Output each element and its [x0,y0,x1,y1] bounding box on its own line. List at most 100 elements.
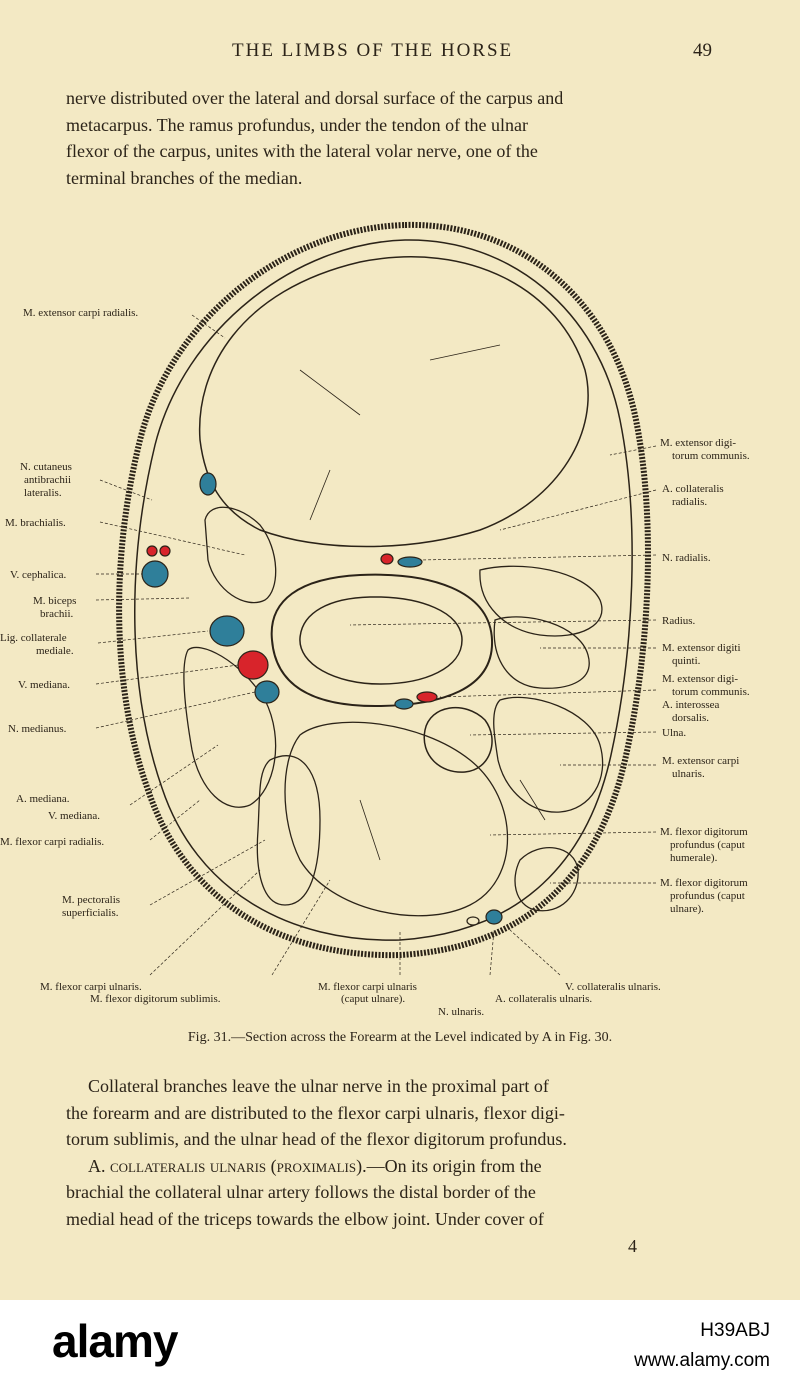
labels-right: M. extensor digi- torum communis. A. col… [660,437,750,915]
radius-medulla [300,597,462,684]
extensor-digitorum-communis-outline [480,566,602,636]
label-brachialis: M. brachialis. [5,517,66,529]
texture-stroke [310,470,330,520]
text-line: brachial the collateral ulnar artery fol… [66,1179,726,1206]
text-line: torum sublimis, and the ulnar head of th… [66,1126,726,1153]
label-n-radialis: N. radialis. [662,552,711,564]
label-antibrachii: antibrachii [24,474,71,486]
label-extensor-digitorum-communis: M. extensor digi- [660,437,736,449]
label-extensor-digiti-quinti: M. extensor digiti [662,642,741,654]
label-lateralis: lateralis. [24,487,62,499]
label-biceps: M. biceps [33,595,76,607]
vein-dorsal [200,473,216,495]
text-line: flexor of the carpus, unites with the la… [66,138,726,165]
label-v-cephalica: V. cephalica. [10,569,67,581]
label-extensor-carpi-ulnaris: M. extensor carpi [662,755,739,767]
label-flexor-digitorum-2: M. flexor digitorum [660,877,748,889]
vein-collateralis-ulnaris [486,910,502,924]
vein-collateralis-radialis [398,557,422,567]
label-flexor-carpi-ulnaris: M. flexor carpi ulnaris. [40,981,142,993]
label-lig-collaterale: Lig. collaterale [0,632,67,644]
label-superficialis: superficialis. [62,907,119,919]
extensor-carpi-radialis-outline [200,257,588,547]
label-pectoralis: M. pectoralis [62,894,120,906]
forearm-cross-section-figure: M. extensor carpi radialis. N. cutaneus … [0,215,800,1025]
labels-bottom: M. flexor carpi ulnaris. M. flexor digit… [40,981,661,1018]
label-radius: Radius. [662,615,696,627]
label-profundus-caput: profundus (caput [670,839,745,851]
ulna-outline [424,708,492,772]
leader-lines [96,315,656,975]
label-humerale: humerale). [670,852,718,864]
label-extensor-carpi-radialis: M. extensor carpi radialis. [23,307,138,319]
label-a-mediana: A. mediana. [16,793,70,805]
body-paragraph: Collateral branches leave the ulnar nerv… [66,1073,726,1232]
section-outline [119,225,648,955]
text-line: the forearm and are distributed to the f… [66,1100,726,1127]
texture-stroke [300,370,360,415]
extensor-carpi-ulnaris-outline [494,697,603,812]
artery-small [160,546,170,556]
vein-mediana-small [255,681,279,703]
text-line: terminal branches of the median. [66,165,726,192]
book-page: THE LIMBS OF THE HORSE 49 nerve distribu… [0,0,800,1300]
section-heading: A. collateralis ulnaris (proximalis). [88,1156,367,1176]
label-torum-communis-2: torum communis. [672,686,750,698]
text-line: Collateral branches leave the ulnar nerv… [66,1073,726,1100]
page-number: 49 [693,40,712,62]
texture-stroke [430,345,500,360]
running-head: THE LIMBS OF THE HORSE [232,40,513,62]
label-profundus-caput-2: profundus (caput [670,890,745,902]
text-line: medial head of the triceps towards the e… [66,1206,726,1233]
label-ulnaris: ulnaris. [672,768,705,780]
label-extensor-digi-2: M. extensor digi- [662,673,738,685]
label-flexor-carpi-radialis: M. flexor carpi radialis. [0,836,104,848]
label-v-mediana-lower: V. mediana. [48,810,100,822]
label-a-interossea: A. interossea [662,699,720,711]
label-flexor-digitorum-sublimis: M. flexor digitorum sublimis. [90,993,221,1005]
label-n-cutaneus: N. cutaneus [20,461,72,473]
vein-mediana-large [210,616,244,646]
artery-interossea [417,692,437,702]
label-a-collateralis-radialis: A. collateralis [662,483,724,495]
label-dorsalis: dorsalis. [672,712,709,724]
flexor-digitorum-profundus-outline [285,722,508,916]
text-line: metacarpus. The ramus profundus, under t… [66,112,726,139]
label-quinti: quinti. [672,655,701,667]
stock-watermark-banner: alamy H39ABJ www.alamy.com [0,1300,800,1390]
extensor-digiti-quinti-outline [494,617,589,688]
labels-left: M. extensor carpi radialis. N. cutaneus … [0,307,138,919]
label-flexor-digitorum-profundus: M. flexor digitorum [660,826,748,838]
label-flexor-carpi-ulnaris-caput: M. flexor carpi ulnaris [318,981,417,993]
text-line: nerve distributed over the lateral and d… [66,85,726,112]
label-v-mediana: V. mediana. [18,679,70,691]
label-torum-communis: torum communis. [672,450,750,462]
label-mediale: mediale. [36,645,74,657]
artery-mediana [238,651,268,679]
artery-collateralis-radialis [381,554,393,564]
figure-caption: Fig. 31.—Section across the Forearm at t… [0,1030,800,1046]
label-n-medianus: N. medianus. [8,723,67,735]
label-n-ulnaris: N. ulnaris. [438,1006,484,1018]
heading-continuation: —On its origin from the [367,1156,542,1176]
page-header: THE LIMBS OF THE HORSE 49 [0,40,800,64]
image-id: H39ABJ [700,1320,770,1342]
section-heading-line: A. collateralis ulnaris (proximalis).—On… [66,1153,726,1180]
brand-logo: alamy [52,1314,177,1368]
label-ulna: Ulna. [662,727,686,739]
texture-stroke [360,800,380,860]
label-caput-ulnare: (caput ulnare). [341,993,405,1005]
nerve-ulnaris [467,917,479,925]
artery-small [147,546,157,556]
vein-cephalica [142,561,168,587]
intro-paragraph: nerve distributed over the lateral and d… [66,85,726,191]
label-v-collateralis-ulnaris: V. collateralis ulnaris. [565,981,661,993]
label-a-collateralis-ulnaris: A. collateralis ulnaris. [495,993,592,1005]
label-radialis: radialis. [672,496,707,508]
label-ulnare: ulnare). [670,903,704,915]
fascia-contour [135,240,632,940]
vein-interossea [395,699,413,709]
signature-mark: 4 [628,1236,637,1257]
label-brachii: brachii. [40,608,74,620]
site-url: www.alamy.com [634,1350,770,1372]
